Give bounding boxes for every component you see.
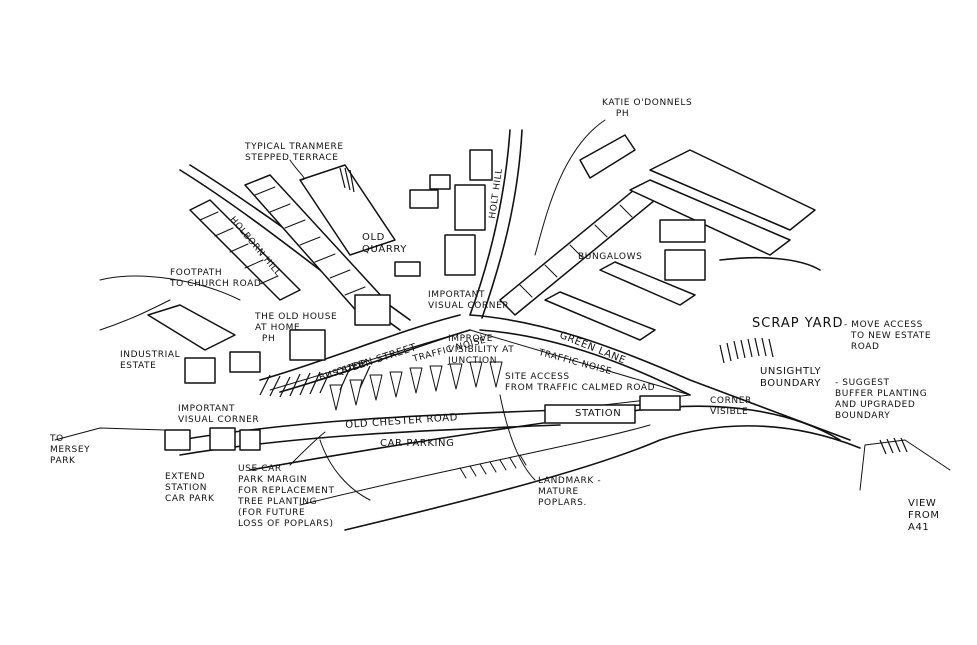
contour-line [99,299,171,331]
building-queen-st [354,294,391,326]
holborn-terrace-block [189,199,301,301]
pointer-katie [534,119,606,256]
label-old-quarry: OLD QUARRY [362,232,407,255]
view-inset-ground [859,439,951,491]
building-left-2 [209,427,236,451]
label-old-house: THE OLD HOUSE AT HOME PH [255,312,338,344]
quarry-face-hatch [339,167,355,193]
building-holt-5 [444,234,476,276]
industrial-shed-2 [184,357,216,384]
tree-hatch [259,365,371,398]
label-station: STATION [575,408,622,419]
building-left-3 [239,429,261,451]
pointer-use-car-park [289,431,326,466]
label-katie-odonnels: KATIE O'DONNELS PH [602,98,693,119]
building-holt-6 [394,261,421,277]
pointer-terrace [289,159,305,181]
building-estate-1 [659,219,706,243]
pointer-landmark [499,394,536,481]
label-industrial-estate: INDUSTRIAL ESTATE [120,350,181,371]
label-scrap-yard: SCRAP YARD [752,316,844,331]
terrace-east [579,134,636,179]
view-inset-hatch [879,437,908,455]
bungalows-row-1 [599,261,696,306]
label-view-from-a41: VIEW FROM A41 [908,498,940,533]
rail-sleepers [459,454,527,479]
station-canopy [639,395,681,411]
label-landmark-poplars: LANDMARK - MATURE POPLARS. [538,476,602,508]
long-terrace-east [499,184,656,316]
building-holt-2 [429,174,451,190]
railway-line-mid [299,424,651,506]
green-lane-edge-1 [469,314,851,441]
scrap-yard-boundary [719,256,821,271]
label-site-access: SITE ACCESS FROM TRAFFIC CALMED ROAD [505,372,656,393]
label-unsightly-boundary: UNSIGHTLY BOUNDARY [760,366,822,389]
building-holt-3 [409,189,439,209]
site-triangle [269,329,691,411]
label-suggest-buffer: - SUGGEST BUFFER PLANTING AND UPGRADED B… [835,378,928,421]
building-holt-1 [469,149,493,181]
label-stepped-terrace: TYPICAL TRANMERE STEPPED TERRACE [245,142,344,163]
building-holt-4 [454,184,486,231]
pointer-to-mersey [54,427,166,441]
station-building [544,404,636,424]
queen-street-edge-1 [259,314,461,381]
label-important-corner-2: IMPORTANT VISUAL CORNER [178,404,260,425]
holborn-terrace-lines [199,211,279,285]
estate-block [649,149,816,231]
old-quarry-outline [299,164,396,256]
holt-hill-road-1 [469,129,511,316]
label-important-corner: IMPORTANT VISUAL CORNER [428,290,510,311]
bungalows-row-2 [544,291,656,341]
poplar-trees [329,361,503,411]
building-estate-2 [664,249,706,281]
label-corner-visible: CORNER VISIBLE [710,396,752,417]
railway-line-lower [344,425,861,531]
label-extend-car-park: EXTEND STATION CAR PARK [165,472,215,504]
label-use-car-park: USE CAR PARK MARGIN FOR REPLACEMENT TREE… [238,464,335,529]
footpath-line [99,275,241,301]
long-terrace-lines [519,204,633,298]
label-car-parking: CAR PARKING [380,438,455,449]
holt-hill-road-2 [481,129,523,319]
building-left-1 [164,429,191,451]
label-move-access: - MOVE ACCESS TO NEW ESTATE ROAD [844,320,932,352]
boundary-hatch [719,337,774,364]
terrace-roof-lines [254,186,366,296]
label-improve-visibility: IMPROVE VISIBILITY AT JUNCTION [448,334,515,366]
old-house-pub [289,329,326,361]
industrial-shed-1 [147,304,236,351]
car-parking-edge [319,439,371,501]
label-footpath: FOOTPATH TO CHURCH ROAD [170,268,262,289]
estate-block-2 [629,179,791,256]
label-bungalows: BUNGALOWS [578,252,643,262]
green-lane-edge-2 [479,329,691,396]
industrial-shed-3 [229,351,261,373]
label-to-mersey-park: TO MERSEY PARK [50,434,91,466]
